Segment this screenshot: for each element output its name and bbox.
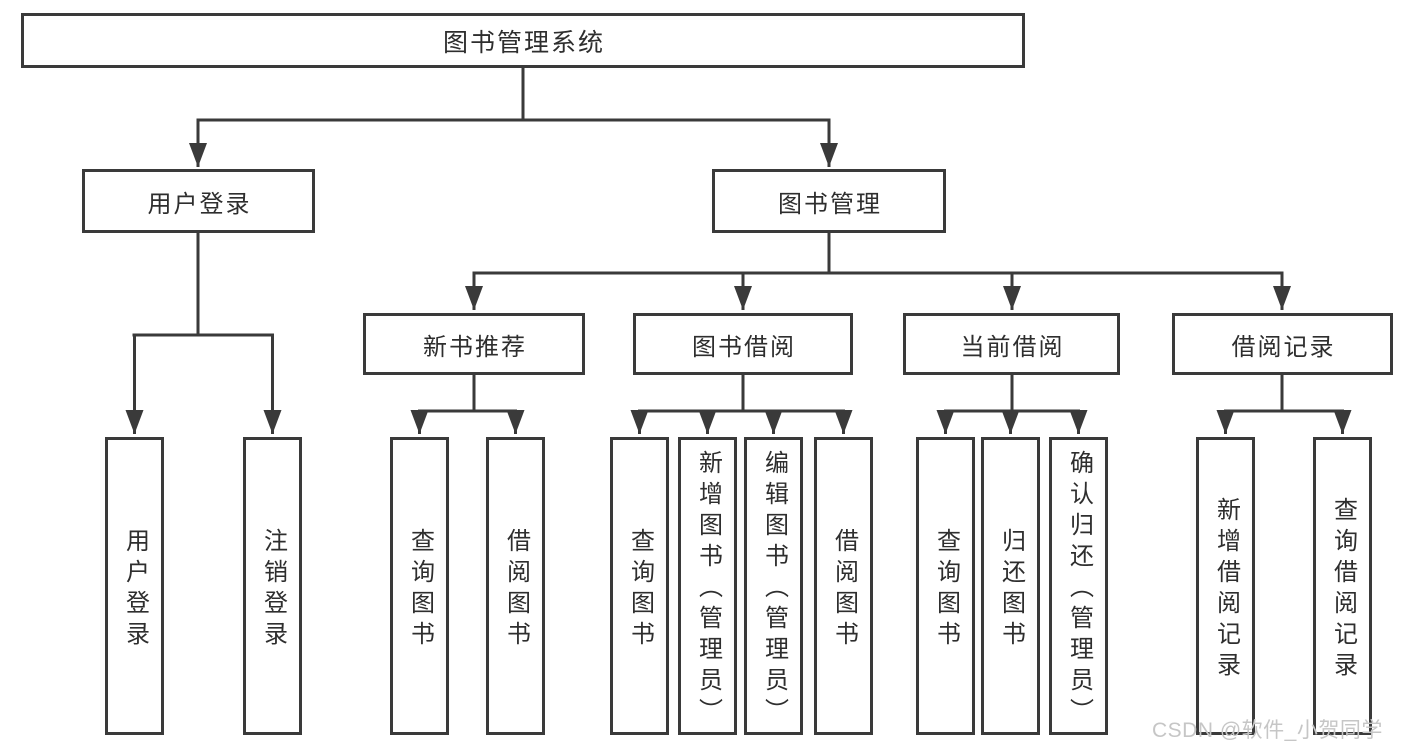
node-book-management: 图书管理: [712, 169, 946, 233]
node-root: 图书管理系统: [21, 13, 1025, 68]
leaf-borrow-books-borrowing-label: 借阅图书: [830, 527, 858, 652]
node-user-login: 用户登录: [82, 169, 315, 233]
leaf-add-borrow-record-label: 新增借阅记录: [1212, 496, 1240, 683]
node-new-book-recommendation: 新书推荐: [363, 313, 585, 375]
node-book-borrowing: 图书借阅: [633, 313, 853, 375]
leaf-borrow-books-recommend-label: 借阅图书: [502, 527, 530, 652]
node-book-management-label: 图书管理: [778, 190, 882, 218]
leaf-return-book: 归还图书: [981, 437, 1040, 735]
leaf-query-books-recommend: 查询图书: [390, 437, 449, 735]
node-book-borrowing-label: 图书借阅: [692, 333, 796, 361]
leaf-query-books-current-label: 查询图书: [932, 527, 960, 652]
leaf-confirm-return-admin: 确认归还（管理员）: [1049, 437, 1108, 735]
leaf-query-books-current: 查询图书: [916, 437, 975, 735]
leaf-query-books-borrowing: 查询图书: [610, 437, 669, 735]
node-current-borrowing-label: 当前借阅: [960, 333, 1065, 361]
leaf-user-login: 用户登录: [105, 437, 164, 735]
leaf-return-book-label: 归还图书: [997, 527, 1025, 652]
leaf-query-borrow-record-label: 查询借阅记录: [1329, 496, 1357, 683]
leaf-add-book-admin-label: 新增图书（管理员）: [694, 450, 722, 729]
leaf-user-login-label: 用户登录: [121, 527, 149, 652]
node-root-label: 图书管理系统: [442, 28, 605, 57]
leaf-query-borrow-record: 查询借阅记录: [1313, 437, 1372, 735]
leaf-query-books-recommend-label: 查询图书: [406, 527, 434, 652]
leaf-confirm-return-admin-label: 确认归还（管理员）: [1065, 450, 1093, 729]
leaf-query-books-borrowing-label: 查询图书: [626, 527, 654, 652]
leaf-add-book-admin: 新增图书（管理员）: [678, 437, 737, 735]
node-borrowing-records-label: 借阅记录: [1231, 333, 1336, 361]
csdn-watermark: CSDN @软件_小贺同学: [1152, 719, 1383, 742]
node-borrowing-records: 借阅记录: [1172, 313, 1393, 375]
leaf-borrow-books-borrowing: 借阅图书: [814, 437, 873, 735]
node-user-login-label: 用户登录: [147, 190, 252, 218]
node-new-book-recommendation-label: 新书推荐: [423, 333, 527, 361]
leaf-borrow-books-recommend: 借阅图书: [486, 437, 545, 735]
leaf-edit-book-admin: 编辑图书（管理员）: [744, 437, 803, 735]
leaf-logout: 注销登录: [243, 437, 302, 735]
leaf-logout-label: 注销登录: [259, 527, 287, 652]
leaf-add-borrow-record: 新增借阅记录: [1196, 437, 1255, 735]
node-current-borrowing: 当前借阅: [903, 313, 1120, 375]
leaf-edit-book-admin-label: 编辑图书（管理员）: [760, 450, 788, 729]
